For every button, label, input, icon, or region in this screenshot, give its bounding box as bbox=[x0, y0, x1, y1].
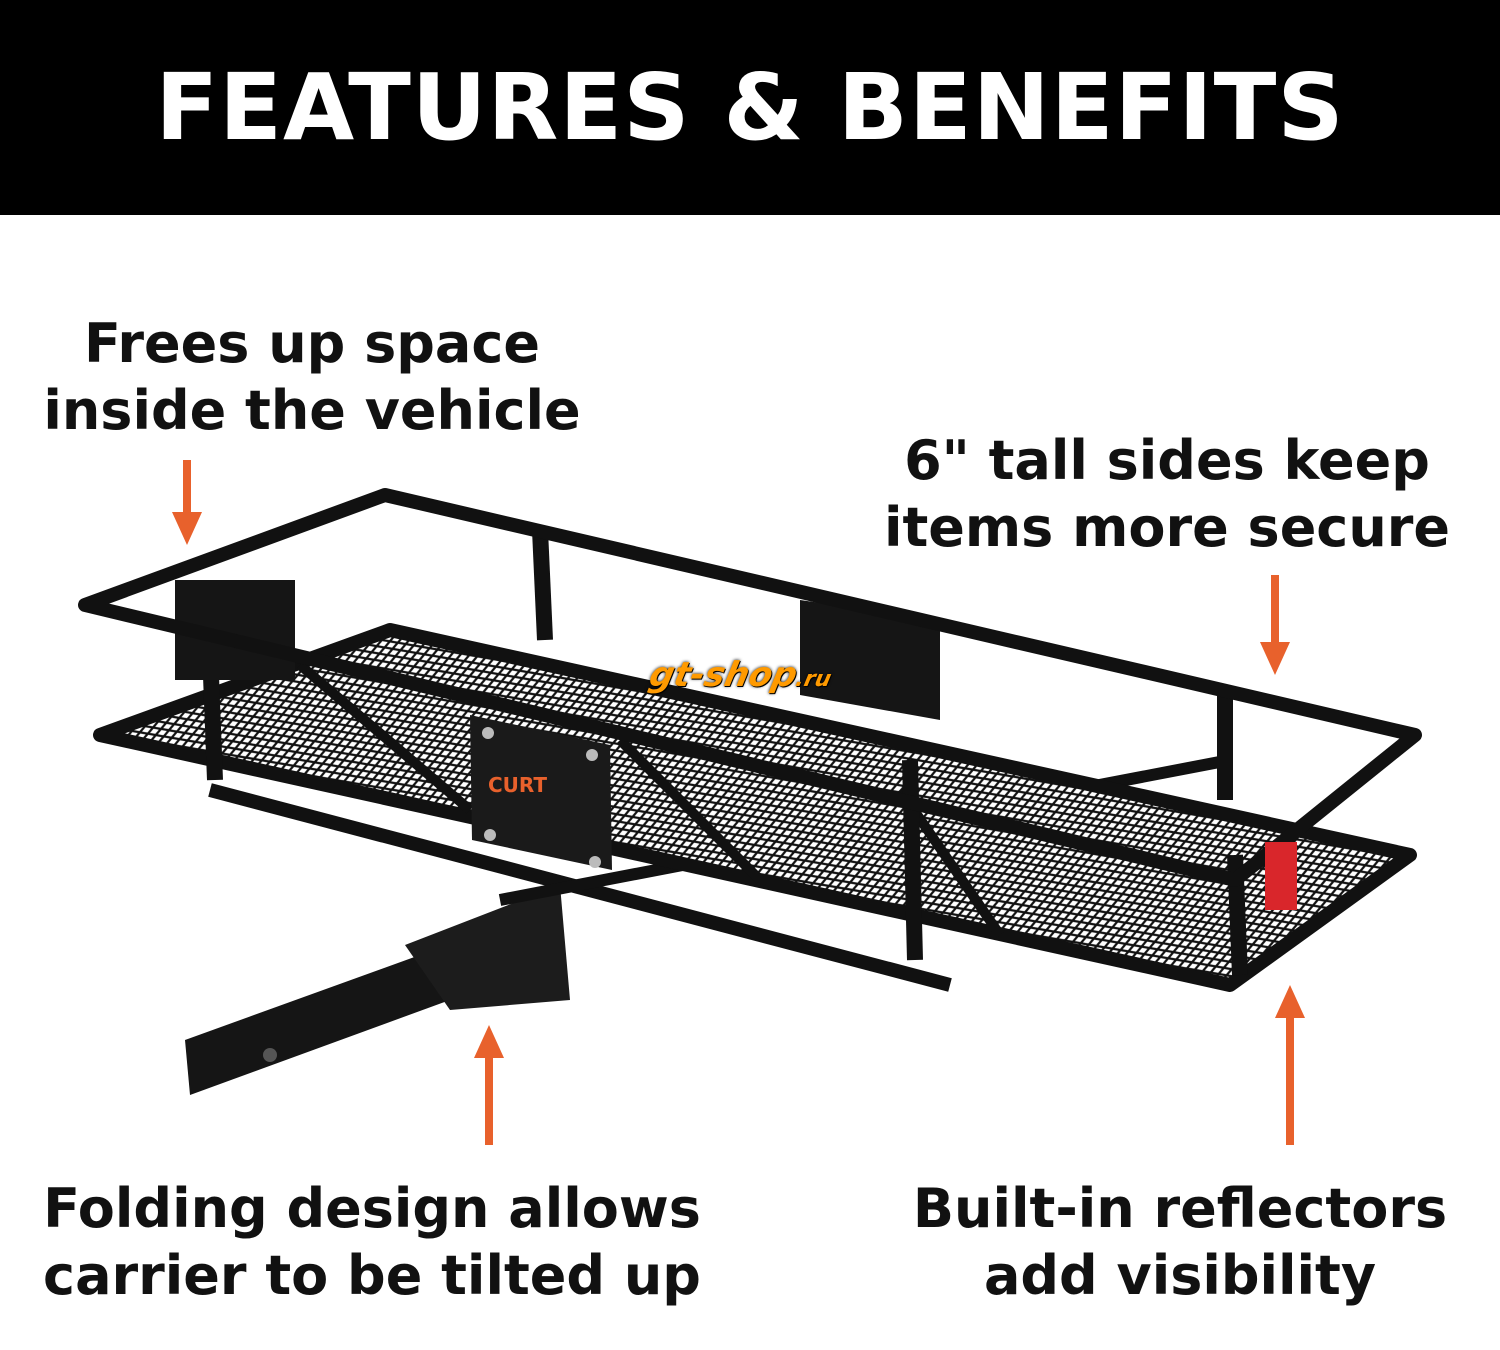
callout-tall-sides: 6" tall sides keep items more secure bbox=[884, 427, 1450, 561]
callout-line: items more secure bbox=[883, 496, 1451, 559]
arrow-down-icon bbox=[1260, 575, 1290, 675]
callout-line: 6" tall sides keep bbox=[904, 429, 1430, 492]
watermark-logo: gt-shop.ru bbox=[645, 655, 834, 695]
callout-line: Built-in reflectors bbox=[912, 1177, 1448, 1240]
reflector bbox=[1265, 842, 1297, 910]
callout-line: Folding design allows bbox=[43, 1177, 701, 1240]
callout-line: Frees up space bbox=[83, 312, 541, 375]
header-banner: FEATURES & BENEFITS bbox=[0, 0, 1500, 215]
brand-plate: CURT bbox=[470, 715, 612, 870]
svg-text:CURT: CURT bbox=[488, 773, 547, 797]
top-rail bbox=[78, 488, 1422, 887]
arrow-up-icon bbox=[474, 1025, 504, 1145]
callout-line: add visibility bbox=[983, 1244, 1377, 1307]
arrow-down-icon bbox=[172, 460, 202, 545]
callout-line: carrier to be tilted up bbox=[43, 1244, 701, 1307]
callout-folding-design: Folding design allows carrier to be tilt… bbox=[43, 1175, 701, 1309]
callout-line: inside the vehicle bbox=[43, 379, 581, 442]
page-title: FEATURES & BENEFITS bbox=[155, 54, 1345, 161]
hitch-shank bbox=[185, 955, 450, 1095]
callout-frees-space: Frees up space inside the vehicle bbox=[43, 310, 580, 444]
callout-reflectors: Built-in reflectors add visibility bbox=[913, 1175, 1447, 1309]
arrow-up-icon bbox=[1275, 985, 1305, 1145]
